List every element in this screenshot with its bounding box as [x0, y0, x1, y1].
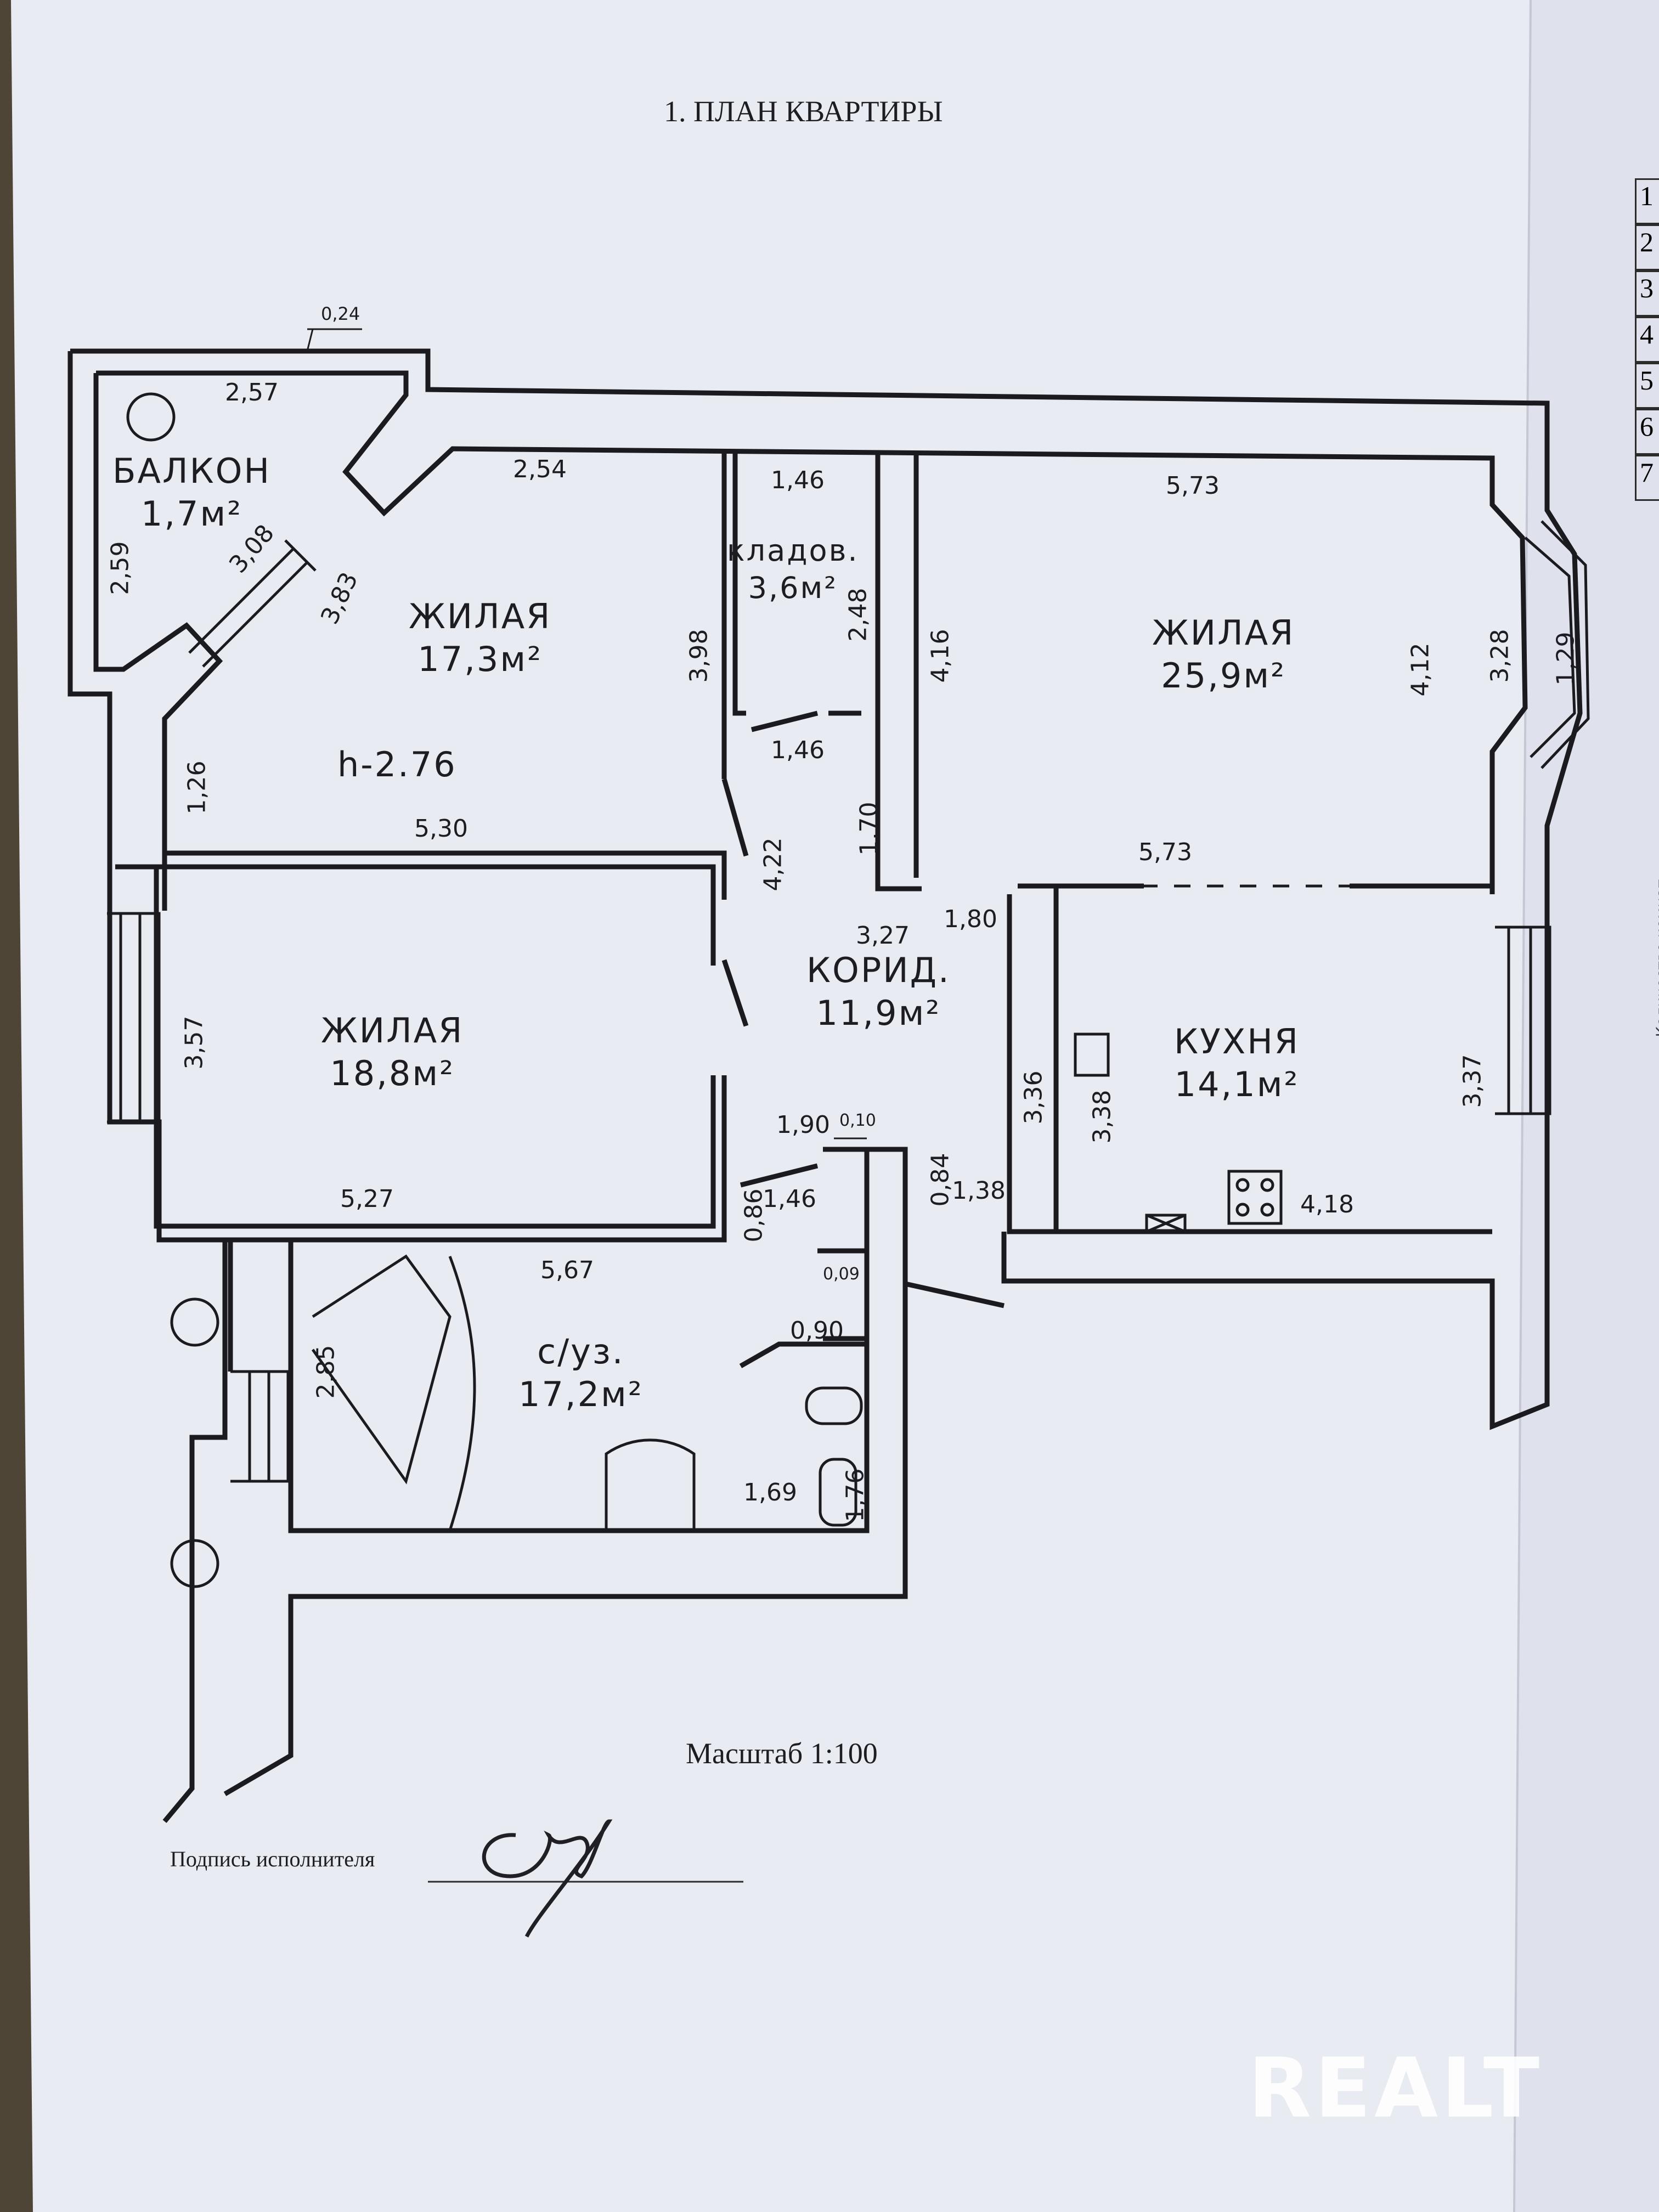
watermark-logo: REALT [1248, 2041, 1543, 2136]
room-living-1-name: ЖИЛАЯ [409, 596, 552, 636]
side-table-rotated-header: Количество комнат [1652, 879, 1659, 1037]
room-bathroom-name: с/уз. [537, 1331, 625, 1372]
room-living-3-name: ЖИЛАЯ [321, 1011, 464, 1051]
scale-label: Масштаб 1:100 [686, 1737, 878, 1770]
side-table-row: 2 [1635, 224, 1659, 270]
room-corridor: КОРИД. 11,9м² [806, 949, 951, 1034]
dim-5-30: 5,30 [414, 815, 468, 843]
room-living-2-name: ЖИЛАЯ [1152, 613, 1295, 653]
room-storage: кладов. 3,6м² [727, 532, 859, 606]
room-living-2: ЖИЛАЯ 25,9м² [1152, 612, 1295, 697]
room-living-2-area: 25,9м² [1161, 655, 1286, 696]
room-balcony: БАЛКОН 1,7м² [112, 450, 271, 535]
dim-0-24: 0,24 [321, 303, 360, 324]
dim-0-09: 0,09 [823, 1265, 860, 1284]
side-table: 1 2 3 4 5 6 7 [1635, 178, 1659, 501]
room-living-1-area: 17,3м² [417, 639, 543, 679]
room-storage-area: 3,6м² [748, 570, 838, 605]
dim-2-57: 2,57 [225, 379, 279, 407]
room-bathroom-area: 17,2м² [518, 1374, 644, 1414]
room-balcony-area: 1,7м² [140, 493, 243, 534]
side-table-row: 1 [1635, 178, 1659, 224]
dim-0-10: 0,10 [839, 1111, 876, 1130]
room-kitchen-name: КУХНЯ [1174, 1022, 1300, 1062]
dim-1-80: 1,80 [944, 905, 997, 933]
dim-5-73-top: 5,73 [1166, 472, 1220, 500]
dim-4-18: 4,18 [1300, 1190, 1354, 1218]
dim-1-38: 1,38 [952, 1177, 1006, 1205]
ceiling-height: h-2.76 [337, 744, 457, 785]
dim-1-46-mid: 1,46 [771, 736, 825, 764]
room-storage-name: кладов. [727, 533, 859, 568]
room-kitchen: КУХНЯ 14,1м² [1174, 1020, 1300, 1105]
side-table-row: 3 [1635, 270, 1659, 317]
room-corridor-name: КОРИД. [806, 950, 951, 990]
plan-title: 1. ПЛАН КВАРТИРЫ [664, 95, 943, 128]
side-table-row: 5 [1635, 363, 1659, 409]
dim-5-73-kitchen: 5,73 [1138, 838, 1192, 866]
room-living-3-area: 18,8м² [330, 1053, 455, 1093]
dim-5-67: 5,67 [540, 1256, 594, 1284]
dim-1-46-low: 1,46 [763, 1185, 816, 1213]
dim-5-27: 5,27 [340, 1185, 394, 1213]
dim-1-46-top: 1,46 [771, 466, 825, 494]
dim-0-90: 0,90 [790, 1317, 844, 1345]
dim-1-90: 1,90 [776, 1111, 830, 1139]
room-bathroom: с/уз. 17,2м² [518, 1330, 644, 1415]
side-table-row: 4 [1635, 317, 1659, 363]
room-living-3: ЖИЛАЯ 18,8м² [321, 1009, 464, 1094]
signature-label: Подпись исполнителя [170, 1847, 375, 1871]
side-table-row: 7 [1635, 455, 1659, 501]
room-kitchen-area: 14,1м² [1174, 1064, 1300, 1104]
dim-2-54: 2,54 [513, 455, 567, 483]
side-table-row: 6 [1635, 409, 1659, 455]
dim-3-27: 3,27 [856, 922, 910, 950]
dim-1-69: 1,69 [743, 1479, 797, 1506]
room-living-1: ЖИЛАЯ 17,3м² [409, 595, 551, 680]
room-corridor-area: 11,9м² [816, 992, 941, 1033]
room-balcony-name: БАЛКОН [112, 451, 272, 491]
